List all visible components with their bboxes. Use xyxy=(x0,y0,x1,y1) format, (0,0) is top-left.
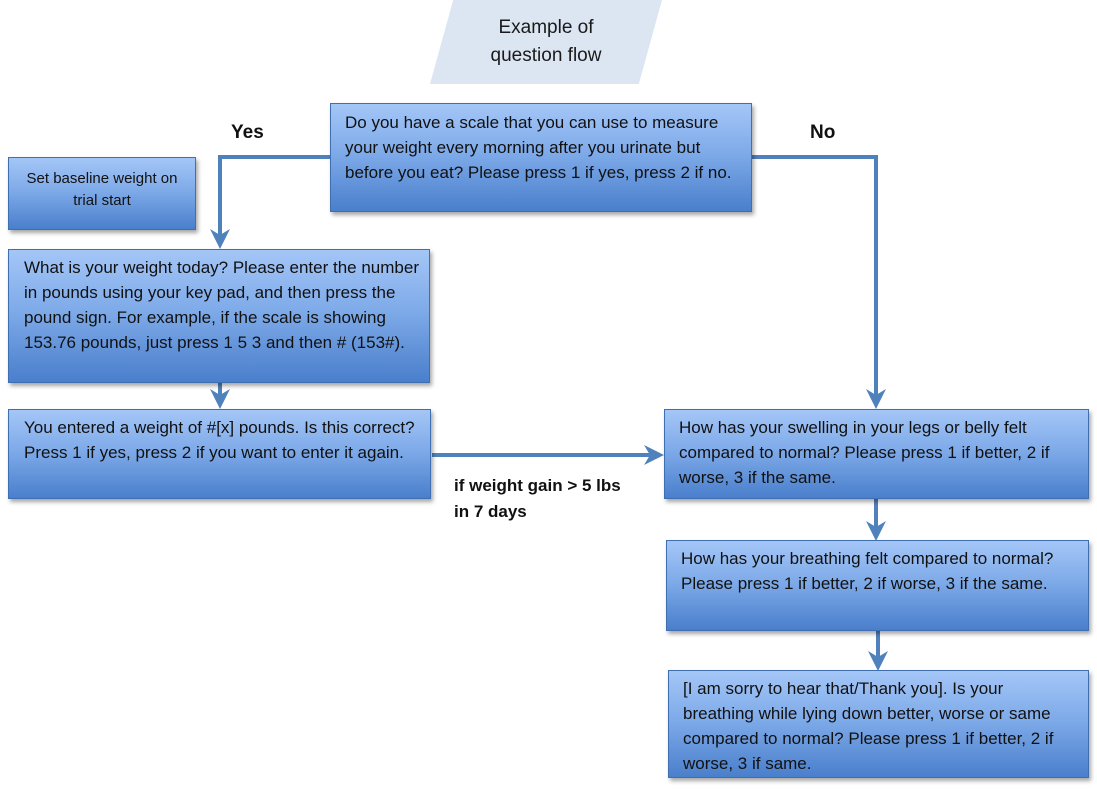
yes-connector xyxy=(210,155,330,249)
weight-gain-label: if weight gain > 5 lbs in 7 days xyxy=(454,476,621,521)
diagram-title: Example of question flow xyxy=(430,14,662,70)
lying-down-question-node: [I am sorry to hear that/Thank you]. Is … xyxy=(668,670,1089,778)
swelling-question-node: How has your swelling in your legs or be… xyxy=(664,409,1089,499)
baseline-node: Set baseline weight on trial start xyxy=(8,157,196,230)
title-parallelogram xyxy=(430,0,662,84)
no-label: No xyxy=(810,122,836,143)
weight-question-node: What is your weight today? Please enter … xyxy=(8,249,430,383)
no-connector xyxy=(752,155,886,409)
breathing-question-node: How has your breathing felt compared to … xyxy=(666,540,1089,631)
yes-label: Yes xyxy=(231,122,264,143)
confirm-weight-node: You entered a weight of #[x] pounds. Is … xyxy=(8,409,431,499)
scale-question-node: Do you have a scale that you can use to … xyxy=(330,103,752,212)
title-line-1: Example of xyxy=(498,17,594,38)
title-line-2: question flow xyxy=(490,45,602,66)
